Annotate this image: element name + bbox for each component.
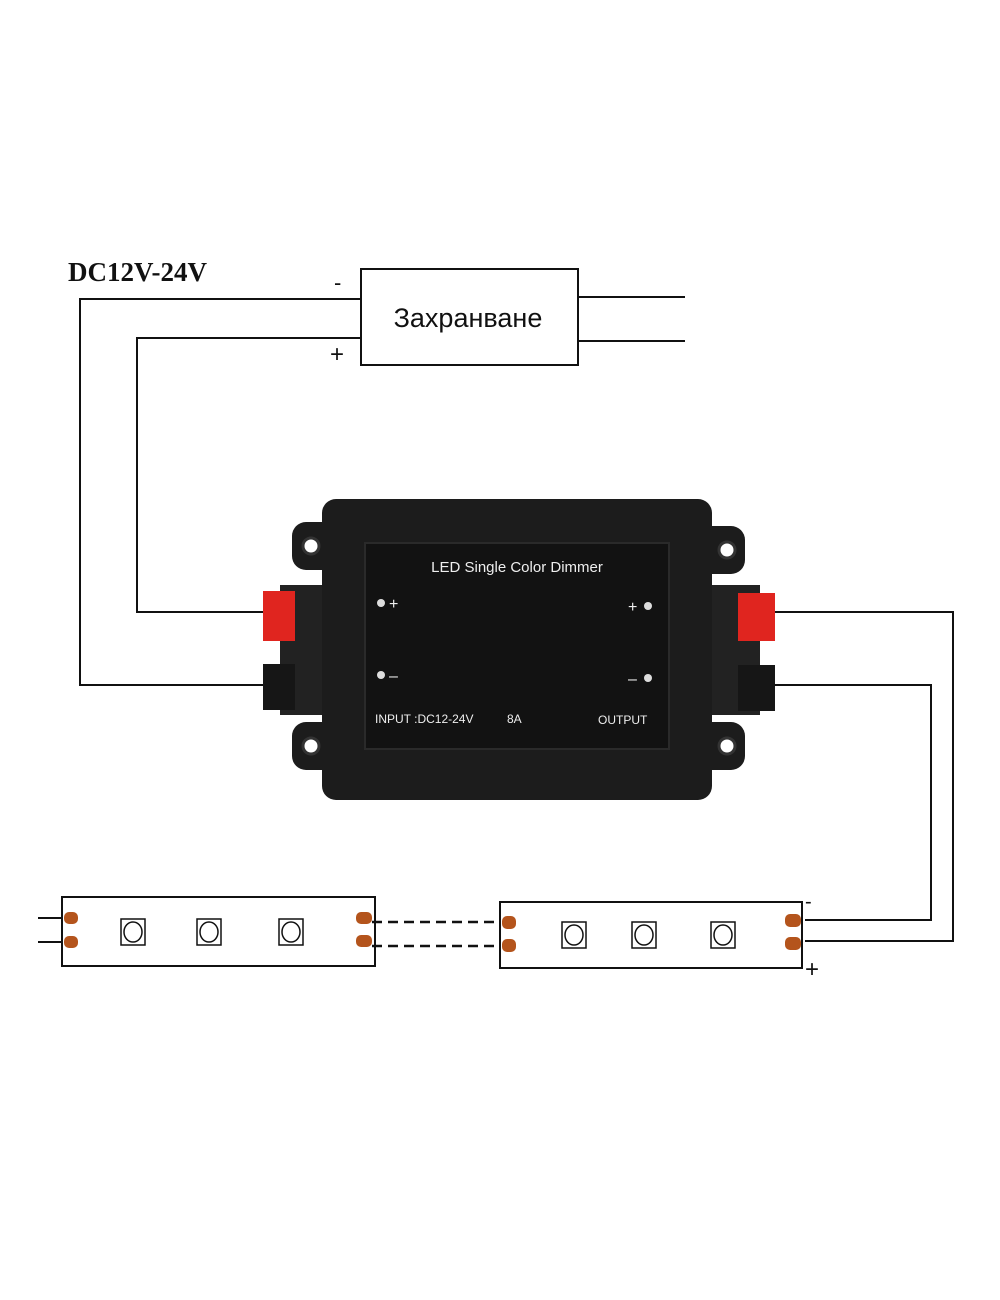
power-supply-box — [360, 268, 579, 366]
supply-minus-sign: - — [334, 270, 341, 295]
input-positive-wire — [136, 337, 361, 613]
mounting-hole-icon — [717, 540, 737, 560]
input-minus-label: – — [389, 668, 398, 685]
output-positive-wire — [775, 611, 954, 942]
input-negative-wire — [79, 298, 361, 686]
output-minus-label: – — [628, 671, 637, 688]
strip-minus-sign: - — [805, 891, 812, 913]
output-positive-terminal — [738, 593, 775, 641]
mounting-hole-icon — [301, 736, 321, 756]
led-chip-icon — [561, 921, 587, 949]
mounting-hole-icon — [717, 736, 737, 756]
led-chip-icon — [278, 918, 304, 946]
output-negative-terminal — [738, 665, 775, 711]
led-chip-icon — [120, 918, 146, 946]
dimmer-controller: LED Single Color Dimmer + – + – INPUT :D… — [263, 499, 775, 800]
strip-plus-sign: + — [805, 956, 819, 983]
input-positive-terminal — [263, 591, 295, 641]
led-strip-1 — [38, 896, 376, 967]
supply-plus-sign: + — [330, 341, 344, 368]
output-label: OUTPUT — [598, 713, 648, 727]
led-strip-2: - + — [499, 891, 819, 983]
led-chip-icon — [710, 921, 736, 949]
output-negative-wire — [775, 684, 932, 921]
output-plus-label: + — [628, 599, 637, 616]
mounting-hole-icon — [301, 536, 321, 556]
controller-title: LED Single Color Dimmer — [431, 559, 603, 576]
led-chip-icon — [631, 921, 657, 949]
input-rating-label: INPUT :DC12-24V — [375, 712, 473, 726]
power-supply-label: Захранване — [394, 303, 543, 333]
led-chip-icon — [196, 918, 222, 946]
current-rating-label: 8A — [507, 712, 522, 726]
voltage-label: DC12V-24V — [68, 257, 207, 287]
input-plus-label: + — [389, 596, 398, 613]
input-negative-terminal — [263, 664, 295, 710]
